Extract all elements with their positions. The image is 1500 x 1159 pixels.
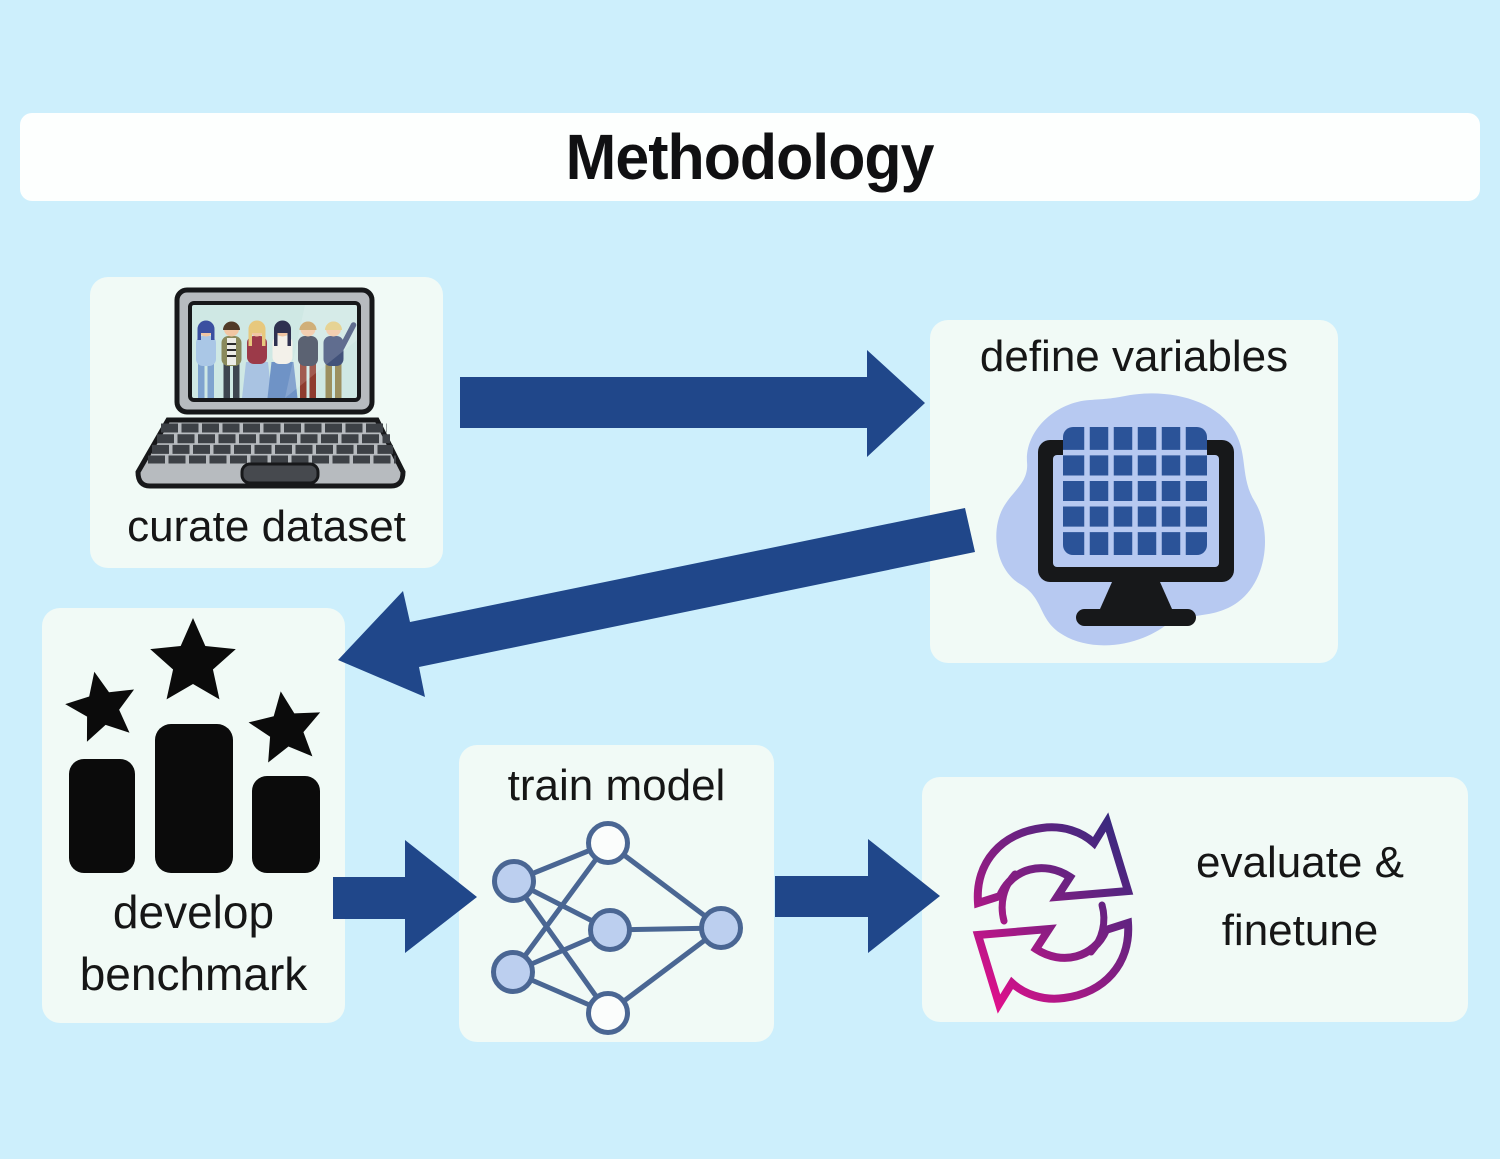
- card-define-variables: define variables: [930, 320, 1338, 663]
- card-curate-dataset: curate dataset: [90, 277, 443, 568]
- card-train-model: train model: [459, 745, 774, 1042]
- card-evaluate-finetune: evaluate & finetune: [922, 777, 1468, 1022]
- evaluate-finetune-label: evaluate & finetune: [1140, 829, 1460, 965]
- page-title: Methodology: [566, 121, 935, 193]
- develop-benchmark-line1: develop: [112, 886, 275, 938]
- evaluate-finetune-line2: finetune: [1221, 906, 1379, 955]
- card-develop-benchmark: develop benchmark: [42, 608, 345, 1023]
- arrow-benchmark-to-train-icon: [333, 840, 477, 953]
- develop-benchmark-label: develop benchmark: [42, 881, 345, 1005]
- title-banner: Methodology: [20, 113, 1480, 201]
- develop-benchmark-line2: benchmark: [79, 948, 308, 1000]
- train-model-label: train model: [507, 761, 726, 810]
- define-variables-label: define variables: [979, 332, 1289, 381]
- evaluate-finetune-line1: evaluate &: [1196, 838, 1404, 887]
- curate-dataset-label: curate dataset: [127, 502, 406, 551]
- arrow-curate-to-define-icon: [460, 350, 925, 457]
- arrow-train-to-evaluate-icon: [775, 839, 940, 953]
